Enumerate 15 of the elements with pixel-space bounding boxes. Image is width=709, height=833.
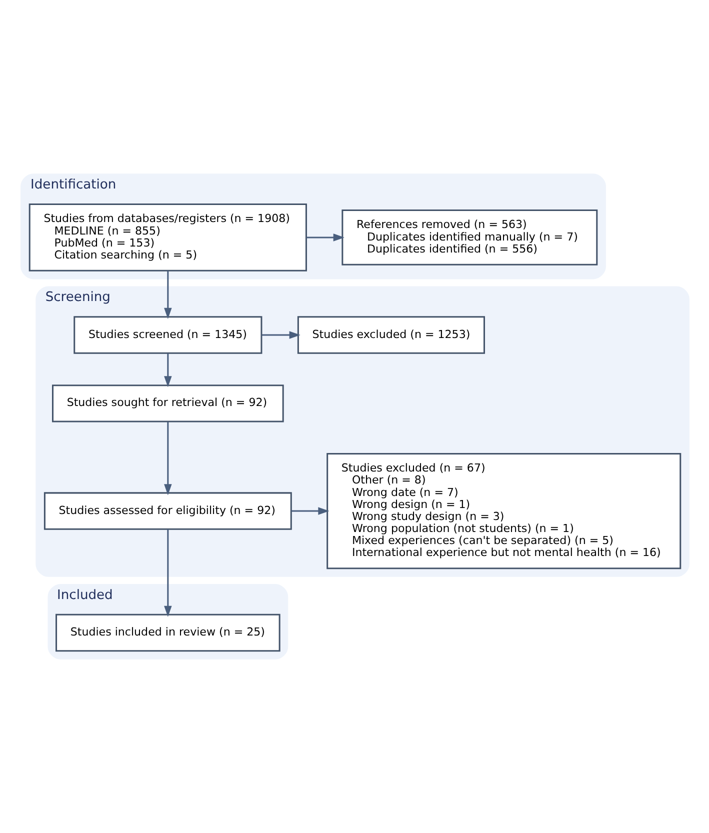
arrow: [164, 422, 172, 496]
arrow: [164, 529, 172, 617]
node-box: Studies assessed for eligibility (n = 92): [43, 492, 292, 530]
arrow: [164, 353, 172, 388]
arrow: [261, 331, 300, 339]
node-box: Studies from databases/registers (n = 1908) MEDLINE (n = 855) PubMed (n = 153) Citation searching (n = 5): [28, 204, 306, 272]
node-box: Studies excluded (n = 67) Other (n = 8) Wrong date (n = 7) Wrong design (n = 1) Wrong study design (n = 3) Wrong population (not students) (n = 1) Mixed experiences (can't be separated) (n = 5) International experience but not mental health (n = 16): [326, 452, 681, 570]
arrow: [290, 507, 329, 515]
node-box: Studies excluded (n = 1253): [296, 316, 484, 354]
arrow: [164, 270, 172, 320]
node-box: Studies screened (n = 1345): [73, 316, 262, 354]
arrow: [306, 234, 344, 242]
node-box: Studies sought for retrieval (n = 92): [52, 384, 284, 422]
node-box: References removed (n = 563) Duplicates identified manually (n = 7) Duplicates identified (n = 556): [341, 210, 598, 266]
node-box: Studies included in review (n = 25): [55, 614, 280, 652]
